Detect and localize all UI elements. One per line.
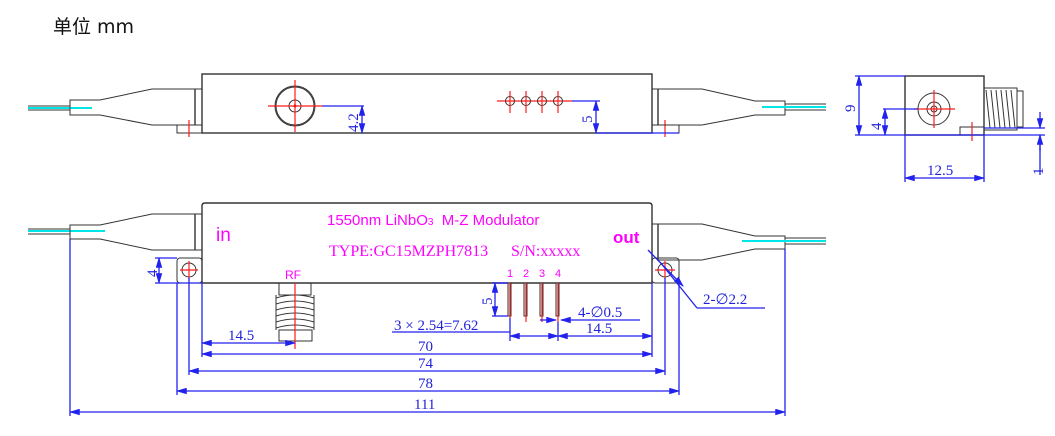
- right-fiber-front: [652, 223, 826, 261]
- dim-overall-length-text: 111: [414, 397, 435, 413]
- mount-hole-right: [651, 257, 680, 284]
- dim-rf-height: 4.2: [322, 104, 366, 135]
- threaded-connector-side: [983, 87, 1024, 131]
- pin-1-top: [505, 91, 515, 113]
- dim-side-flange-text: 1: [1031, 168, 1047, 176]
- dim-pin-height-text: 5: [580, 116, 596, 124]
- body-top: [201, 73, 653, 134]
- dim-flange-length-text: 78: [418, 376, 433, 392]
- pin-4-label: 4: [555, 268, 561, 280]
- dim-rf-offset-text: 14.5: [228, 328, 254, 344]
- dim-side-width-text: 12.5: [927, 163, 953, 179]
- serial-number-label: S/N:xxxxx: [511, 243, 580, 260]
- port-in-label: in: [216, 225, 231, 246]
- unit-label: 单位 mm: [53, 16, 135, 38]
- dim-mount-hole-dia-text: 2-∅2.2: [703, 292, 747, 308]
- dim-hole-spacing-text: 74: [418, 356, 434, 372]
- rf-connector-top: [268, 80, 322, 132]
- dim-side-rf-text: 4: [869, 122, 885, 130]
- dim-pin-pitch-text: 3 × 2.54=7.62: [394, 318, 478, 334]
- device-title: 1550nm LiNbO3 M-Z Modulator: [327, 212, 539, 229]
- pin-2-label: 2: [523, 268, 529, 280]
- pin-4-top: [553, 91, 563, 113]
- pin-1-label: 1: [507, 268, 513, 280]
- rf-connector-front: [275, 282, 315, 349]
- pin-3-label: 3: [539, 268, 545, 280]
- front-dimensions: 4 5 4-∅0.5 3 × 2.54=7.62 14.5 14.5: [68, 239, 787, 416]
- dim-pin-height: 5: [580, 99, 679, 135]
- front-view: in out 1550nm LiNbO3 M-Z Modulator TYPE:…: [28, 202, 826, 416]
- dim-side-height-text: 9: [843, 105, 859, 113]
- pin-2-top: [521, 91, 531, 113]
- port-out-label: out: [613, 228, 640, 247]
- side-view: 9 4 12.5 1: [843, 74, 1047, 182]
- pins-top: [497, 91, 600, 113]
- left-fiber-top: [28, 88, 202, 126]
- type-label: TYPE:GC15MZPH7813: [329, 243, 488, 260]
- pins-front: 1 2 3 4: [507, 268, 561, 322]
- dim-pin-length-text: 5: [480, 298, 496, 306]
- rf-label: RF: [285, 268, 301, 282]
- dim-body-length-text: 70: [418, 339, 433, 355]
- dim-mount-offset-text: 4: [145, 269, 161, 277]
- dim-pin-diameter-text: 4-∅0.5: [578, 305, 622, 321]
- top-view: 4.2 5: [28, 73, 826, 137]
- pin-3-top: [537, 91, 547, 113]
- left-fiber-front: [28, 213, 202, 251]
- dim-rf-height-text: 4.2: [346, 113, 362, 132]
- rf-connector-side: [914, 90, 955, 128]
- dim-pin-edge-text: 14.5: [586, 321, 612, 337]
- right-fiber-top: [652, 88, 826, 126]
